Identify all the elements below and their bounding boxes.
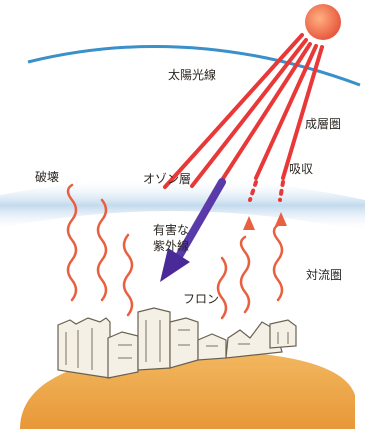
sun-icon [305, 4, 341, 40]
freon-wave [66, 183, 78, 302]
building [197, 333, 227, 361]
freon-wave [122, 233, 134, 317]
label-sunlight: 太陽光線 [168, 68, 217, 82]
freon-wave [272, 223, 284, 302]
ozone-layer-band [0, 178, 365, 232]
label-uv: 紫外線 [153, 239, 190, 253]
label-absorption: 吸収 [289, 162, 314, 176]
freon-wave [216, 256, 228, 320]
building [269, 319, 297, 349]
sun-ray [163, 33, 304, 189]
label-harmful: 有害な [153, 223, 190, 237]
building [169, 317, 199, 369]
absorbed-ray-stubs [248, 180, 285, 202]
sun-ray [254, 44, 318, 180]
freon-waves [66, 183, 284, 320]
freon-wave [96, 198, 108, 302]
building [137, 307, 171, 371]
label-destruction: 破壊 [35, 170, 60, 184]
sun-ray [190, 38, 308, 188]
sun-rays [163, 33, 324, 189]
building-windows [65, 320, 289, 370]
sun-ray [220, 42, 312, 182]
absorb-arrows [243, 212, 287, 230]
label-troposphere: 対流圏 [306, 268, 343, 282]
building [225, 321, 283, 359]
label-ozone-layer: オゾン層 [143, 172, 192, 186]
building [107, 331, 139, 379]
sun-ray [281, 45, 324, 180]
label-stratosphere: 成層圏 [305, 117, 342, 131]
uv-arrow [160, 178, 226, 282]
freon-wave [239, 235, 251, 314]
buildings [57, 307, 297, 379]
label-freon: フロン [183, 292, 220, 306]
